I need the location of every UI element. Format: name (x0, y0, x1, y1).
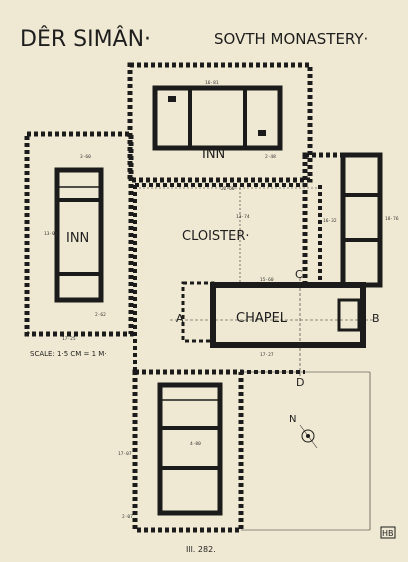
svg-text:18·76: 18·76 (385, 216, 399, 222)
top-inn: INN 16·81 2·48 (127, 62, 313, 183)
svg-text:16·32: 16·32 (323, 218, 337, 224)
point-b: B (372, 312, 380, 325)
left-inn-building (54, 167, 104, 303)
svg-text:13·00: 13·00 (44, 231, 58, 237)
point-a: A (176, 312, 184, 325)
point-d: D (296, 376, 304, 389)
plate-number: Ill. 282. (186, 545, 216, 554)
top-inn-outer-wall (127, 62, 313, 183)
left-inn-label: INN (66, 231, 89, 246)
south-wing (157, 382, 223, 516)
monogram: HB (382, 529, 394, 538)
svg-text:4·80: 4·80 (190, 441, 201, 447)
svg-text:17·25: 17·25 (62, 336, 76, 342)
chapel-walls (210, 282, 366, 348)
svg-text:17·07: 17·07 (118, 451, 132, 457)
monogram-box (380, 526, 396, 539)
left-inn: INN 3·60 13·00 2·62 (24, 131, 134, 337)
south-building: 17·07 4·80 2·07 (118, 369, 371, 533)
svg-text:17·27: 17·27 (260, 352, 274, 358)
left-inn-outer-wall (24, 131, 134, 337)
chapel-apse (337, 298, 361, 332)
svg-text:2·48: 2·48 (265, 154, 276, 160)
point-c: C (295, 268, 303, 281)
svg-text:13·74: 13·74 (236, 214, 250, 220)
top-inn-building (152, 85, 283, 151)
top-inn-label: INN (202, 147, 225, 162)
north-compass-icon (301, 429, 315, 443)
svg-text:15·60: 15·60 (260, 277, 274, 283)
north-arrow: N (289, 414, 318, 449)
svg-text:2·07: 2·07 (122, 514, 133, 520)
cloister-label: CLOISTER· (182, 229, 250, 244)
svg-text:16·81: 16·81 (205, 80, 219, 86)
plan-title: DÊR SIMÂN· (20, 26, 151, 52)
chapel: CHAPEL A B C D 15·60 17·27 (170, 268, 380, 389)
svg-text:3·60: 3·60 (80, 154, 91, 160)
scale-label: SCALE: 1·5 CM = 1 M· (30, 350, 107, 358)
svg-text:22·60: 22·60 (221, 186, 235, 192)
chapel-label: CHAPEL (236, 311, 288, 326)
svg-text:2·62: 2·62 (95, 312, 106, 318)
north-label: N (289, 414, 296, 425)
plan-subtitle: SOVTH MONASTERY· (214, 30, 368, 48)
